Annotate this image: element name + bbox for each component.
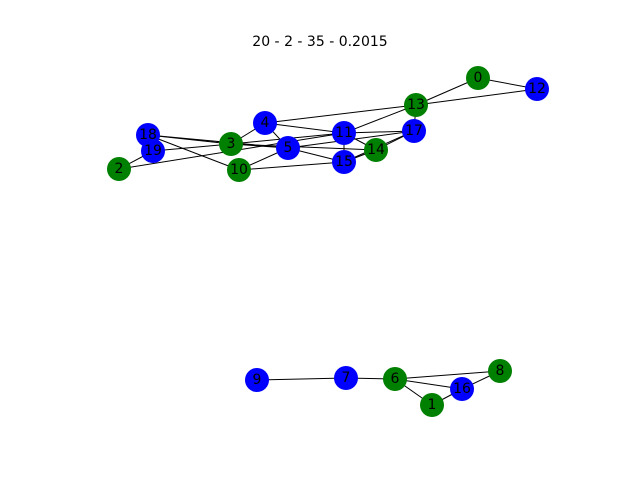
node-3: 3 — [219, 132, 243, 156]
node-circle-3 — [219, 132, 243, 156]
node-label-15: 15 — [335, 154, 353, 170]
node-label-14: 14 — [367, 142, 385, 158]
edge-layer — [118, 77, 538, 406]
node-circle-1 — [420, 393, 444, 417]
node-17: 17 — [402, 119, 426, 143]
node-label-1: 1 — [428, 397, 437, 413]
node-6: 6 — [383, 367, 407, 391]
node-circle-15 — [332, 150, 356, 174]
edge-13-4 — [264, 104, 417, 124]
graph-title: 20 - 2 - 35 - 0.2015 — [252, 34, 388, 50]
node-14: 14 — [364, 138, 388, 162]
node-circle-16 — [450, 377, 474, 401]
node-circle-17 — [402, 119, 426, 143]
edge-6-8 — [394, 370, 501, 380]
node-label-18: 18 — [139, 127, 157, 143]
node-circle-4 — [253, 111, 277, 135]
node-circle-8 — [488, 359, 512, 383]
node-label-3: 3 — [227, 136, 236, 152]
node-label-11: 11 — [335, 125, 353, 141]
node-16: 16 — [450, 377, 474, 401]
node-label-16: 16 — [453, 381, 471, 397]
node-5: 5 — [276, 136, 300, 160]
node-label-6: 6 — [391, 371, 400, 387]
node-label-10: 10 — [230, 162, 248, 178]
node-label-8: 8 — [496, 363, 505, 379]
node-7: 7 — [334, 366, 358, 390]
edge-13-12 — [415, 88, 538, 106]
node-circle-2 — [107, 157, 131, 181]
node-circle-10 — [227, 158, 251, 182]
node-0: 0 — [466, 66, 490, 90]
node-circle-14 — [364, 138, 388, 162]
edge-10-15 — [238, 161, 345, 171]
node-circle-7 — [334, 366, 358, 390]
node-10: 10 — [227, 158, 251, 182]
node-13: 13 — [404, 93, 428, 117]
node-label-17: 17 — [405, 123, 423, 139]
node-15: 15 — [332, 150, 356, 174]
node-8: 8 — [488, 359, 512, 383]
node-label-0: 0 — [474, 70, 483, 86]
node-label-7: 7 — [342, 370, 351, 386]
edge-9-7 — [256, 377, 347, 381]
node-label-12: 12 — [528, 81, 546, 97]
node-11: 11 — [332, 121, 356, 145]
node-label-2: 2 — [115, 161, 124, 177]
node-1: 1 — [420, 393, 444, 417]
node-circle-13 — [404, 93, 428, 117]
edge-18-5 — [147, 134, 289, 149]
node-label-19: 19 — [144, 143, 162, 159]
node-circle-9 — [245, 368, 269, 392]
edge-13-11 — [343, 104, 417, 134]
node-label-5: 5 — [284, 140, 293, 156]
node-4: 4 — [253, 111, 277, 135]
node-circle-6 — [383, 367, 407, 391]
node-2: 2 — [107, 157, 131, 181]
node-circle-5 — [276, 136, 300, 160]
node-9: 9 — [245, 368, 269, 392]
node-circle-0 — [466, 66, 490, 90]
node-circle-11 — [332, 121, 356, 145]
edge-18-10 — [147, 134, 240, 171]
node-circle-19 — [141, 139, 165, 163]
node-label-4: 4 — [261, 115, 270, 131]
node-12: 12 — [525, 77, 549, 101]
edge-3-19 — [152, 143, 232, 152]
edge-4-11 — [264, 122, 345, 134]
node-19: 19 — [141, 139, 165, 163]
node-circle-12 — [525, 77, 549, 101]
node-label-9: 9 — [253, 372, 262, 388]
node-label-13: 13 — [407, 97, 425, 113]
